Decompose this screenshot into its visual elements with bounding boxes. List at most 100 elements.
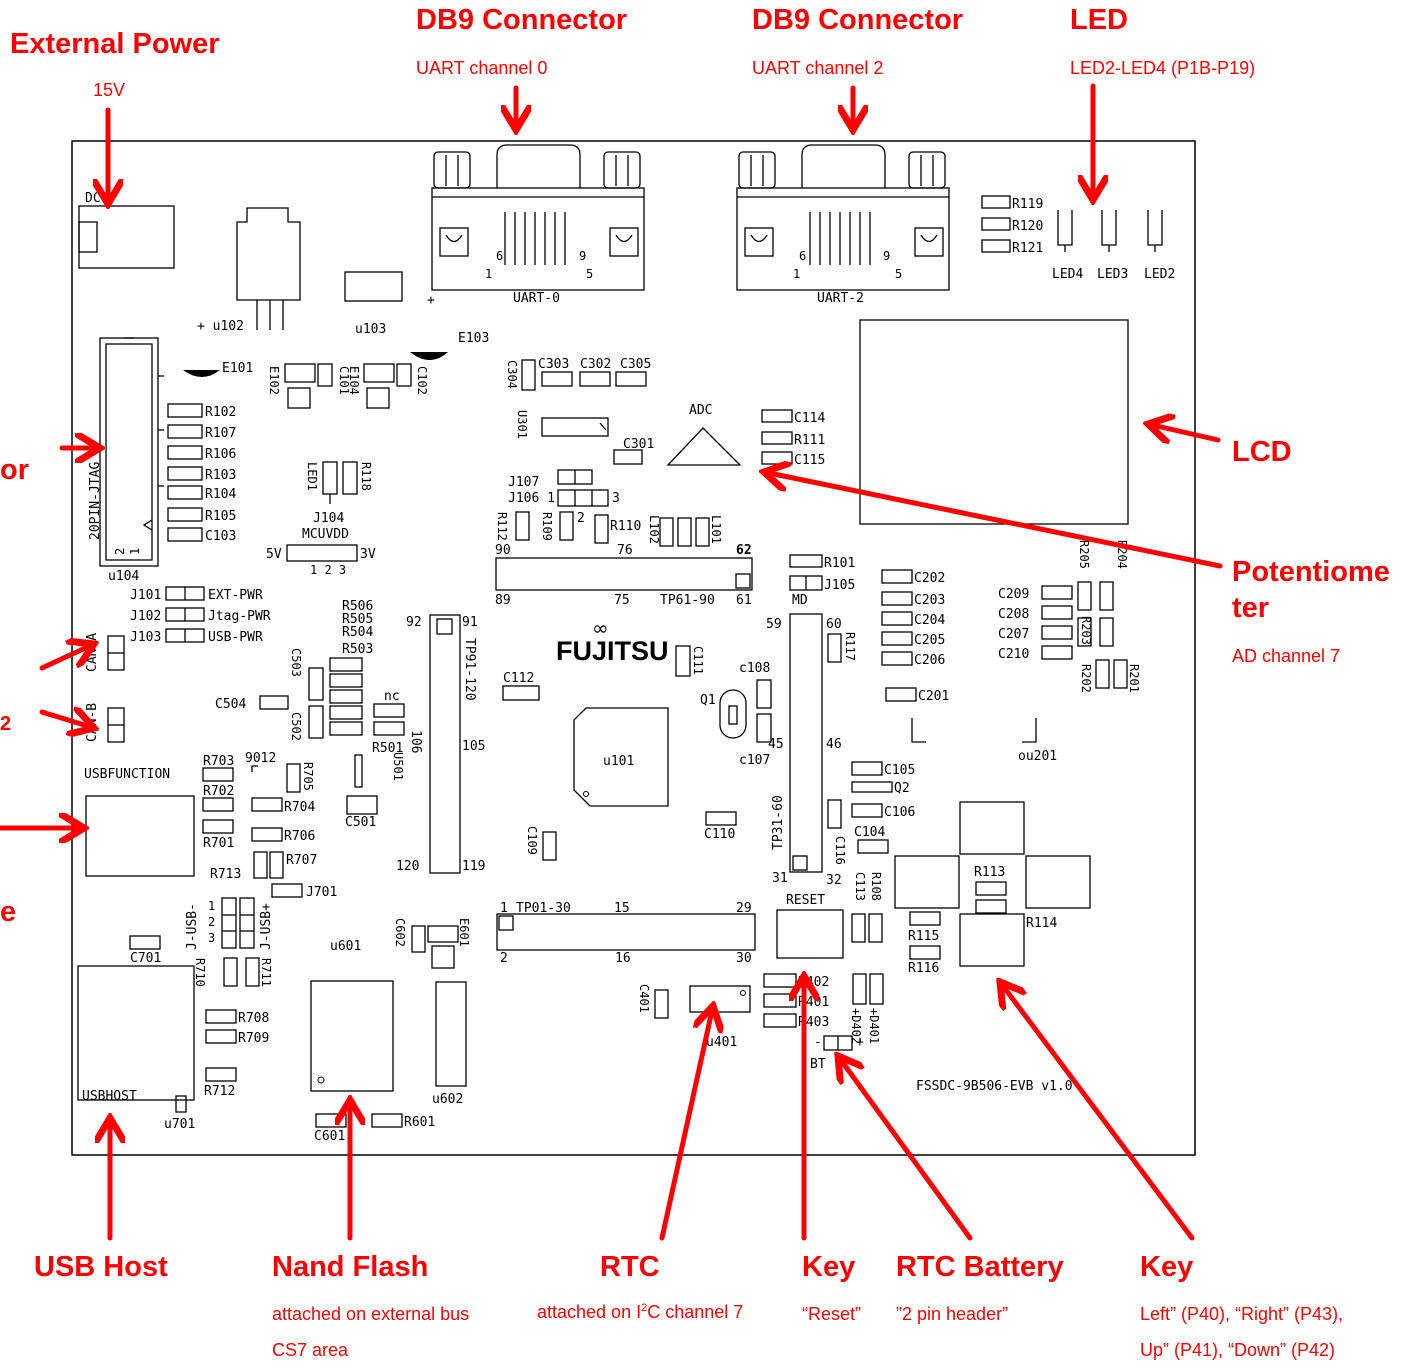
tp61-90-pin1-pad — [735, 573, 751, 589]
c302-label: C302 — [580, 357, 611, 372]
u601-pin1-dot — [317, 1076, 325, 1084]
c401-footprint — [654, 989, 669, 1019]
c30x-block — [521, 359, 647, 465]
ic9012-label: 9012 — [245, 751, 276, 766]
c504-label: C504 — [215, 697, 246, 712]
l101-label: L101 — [709, 515, 723, 544]
r506-label: R506 — [342, 599, 373, 614]
direction-keys — [894, 801, 1091, 967]
c106-label: C106 — [884, 805, 915, 820]
lcd-footprint — [859, 319, 1129, 525]
usbfunction-label: USBFUNCTION — [84, 767, 170, 782]
callout-rtc-battery-sub: ”2 pin header” — [896, 1304, 1009, 1324]
u601-nand-chip — [310, 980, 394, 1092]
c113-label: C113 — [853, 872, 867, 901]
callout-led-sub: LED2-LED4 (P1B-P19) — [1070, 58, 1256, 78]
u101-mcu — [573, 707, 669, 807]
uart2-pin1: 1 — [793, 267, 800, 281]
c701-footprint — [129, 935, 161, 950]
pin-92: 92 — [406, 615, 422, 630]
r705-label: R705 — [301, 762, 315, 791]
can-b-label: CAN-B — [85, 703, 100, 742]
j107-label: J107 — [508, 475, 539, 490]
r102-label: R102 — [205, 405, 236, 420]
db9-uart2-footprint — [736, 144, 950, 291]
u201-footprint — [911, 718, 1037, 743]
callout-arrows — [0, 83, 1223, 1241]
r702-label: R702 — [203, 784, 234, 799]
c602-label: C602 — [393, 918, 407, 947]
usb-host-connector — [77, 965, 195, 1101]
callout-potentiometer-title-1: Potentiome — [1232, 556, 1390, 588]
fujitsu-logo: FUJITSU — [556, 636, 669, 666]
u102-regulator — [236, 207, 301, 330]
led1-label: LED1 — [305, 462, 319, 491]
e103-capacitor — [410, 352, 448, 360]
adc-passives — [761, 409, 793, 465]
callout-rtc-battery-title: RTC Battery — [896, 1251, 1064, 1283]
r111-label: R111 — [794, 433, 825, 448]
tp31-60-header — [789, 613, 823, 873]
r101-j105 — [789, 554, 823, 591]
c204-label: C204 — [914, 613, 945, 628]
c110-footprint — [705, 811, 737, 826]
j106-pin3: 3 — [612, 491, 620, 506]
r203-label: R203 — [1079, 616, 1093, 645]
callout-key-dir-sub-1: Left” (P40), “Right” (P43), — [1140, 1304, 1344, 1324]
u103-label: u103 — [355, 322, 386, 337]
c114-label: C114 — [794, 411, 825, 426]
led2-label: LED2 — [1144, 267, 1175, 282]
usbhost-label: USBHOST — [82, 1089, 137, 1104]
callout-key-dir-sub-2: Up” (P41), “Down” (P42) — [1140, 1340, 1336, 1360]
c201-label: C201 — [918, 689, 949, 704]
r119-label: R119 — [1012, 197, 1043, 212]
callout-potentiometer-sub: AD channel 7 — [1232, 646, 1341, 666]
r707-label: R707 — [286, 853, 317, 868]
dc-jack-label: DC — [85, 191, 101, 206]
c203-label: C203 — [914, 593, 945, 608]
r202-label: R202 — [1079, 664, 1093, 693]
pin-2: 2 — [500, 951, 508, 966]
d401-label: +D401 — [867, 1008, 881, 1044]
tp31-label: TP31-60 — [771, 795, 786, 850]
callout-usb-function-title: e — [0, 896, 17, 928]
callout-potentiometer-title-2: ter — [1232, 592, 1270, 624]
r712-label: R712 — [204, 1084, 235, 1099]
r117-footprint — [827, 633, 842, 663]
callout-rtc-title: RTC — [600, 1251, 660, 1283]
pin-29: 29 — [736, 901, 752, 916]
center-passives — [502, 645, 772, 743]
c20x-block — [881, 569, 917, 702]
pin-60: 60 — [826, 617, 842, 632]
c109-footprint — [542, 831, 557, 861]
r709-label: R709 — [238, 1031, 269, 1046]
usb-function-connector — [85, 795, 195, 877]
v5-label: 5V — [266, 547, 282, 562]
d402-label: +D402 — [849, 1008, 863, 1044]
j106-label: J106 1 — [508, 491, 555, 506]
arrow-key-dir — [1000, 982, 1195, 1241]
c115-label: C115 — [794, 453, 825, 468]
r105-label: R105 — [205, 509, 236, 524]
j104-pins: 1 2 3 — [310, 563, 346, 577]
pin-30: 30 — [736, 951, 752, 966]
c208-label: C208 — [998, 607, 1029, 622]
e101-capacitor — [183, 370, 220, 377]
pin-75: 75 — [614, 593, 630, 608]
board-model-label: FSSDC-9B506-EVB v1.0 — [916, 1079, 1073, 1094]
r114-label: R114 — [1026, 916, 1057, 931]
arrow-can-a — [39, 644, 94, 671]
r708-label: R708 — [238, 1011, 269, 1026]
jtag-pwr-label: Jtag-PWR — [208, 609, 271, 624]
pin-31: 31 — [772, 871, 788, 886]
c116-label: C116 — [833, 836, 847, 865]
r109-label: R109 — [540, 512, 554, 541]
c210-label: C210 — [998, 647, 1029, 662]
bt-plus: + — [856, 1035, 864, 1050]
r50x-block — [259, 657, 405, 815]
adc-label: ADC — [689, 403, 712, 418]
pin-16: 16 — [615, 951, 631, 966]
tp91-120-header — [429, 614, 461, 874]
tp61-90-header — [495, 557, 753, 591]
j106-pin2: 2 — [577, 511, 585, 526]
